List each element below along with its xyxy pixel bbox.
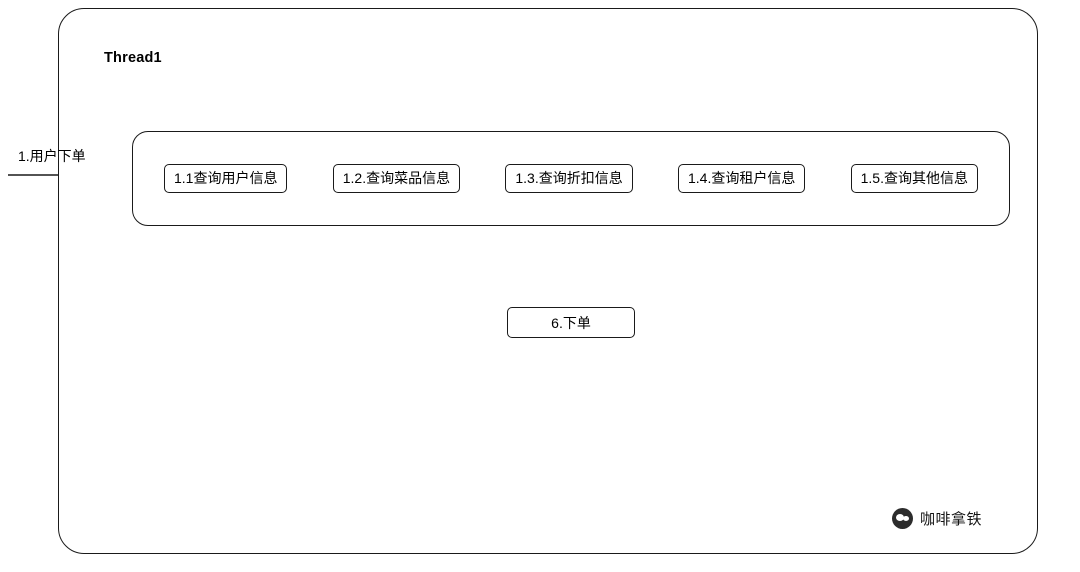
task-node: 1.2.查询菜品信息 <box>332 164 461 193</box>
watermark-text: 咖啡拿铁 <box>920 511 983 528</box>
thread-container <box>58 8 1038 554</box>
entry-label: 1.用户下单 <box>18 148 86 164</box>
query-task-row: 1.1查询用户信息 1.2.查询菜品信息 1.3.查询折扣信息 1.4.查询租户… <box>132 131 1010 226</box>
wechat-official-account-icon <box>892 508 913 529</box>
task-node: 1.3.查询折扣信息 <box>505 164 633 193</box>
task-node: 1.5.查询其他信息 <box>850 164 978 193</box>
task-node: 1.4.查询租户信息 <box>677 164 806 193</box>
thread-title: Thread1 <box>104 50 162 66</box>
watermark: 咖啡拿铁 <box>892 508 982 529</box>
order-node: 6.下单 <box>507 307 635 338</box>
task-node: 1.1查询用户信息 <box>164 164 288 193</box>
